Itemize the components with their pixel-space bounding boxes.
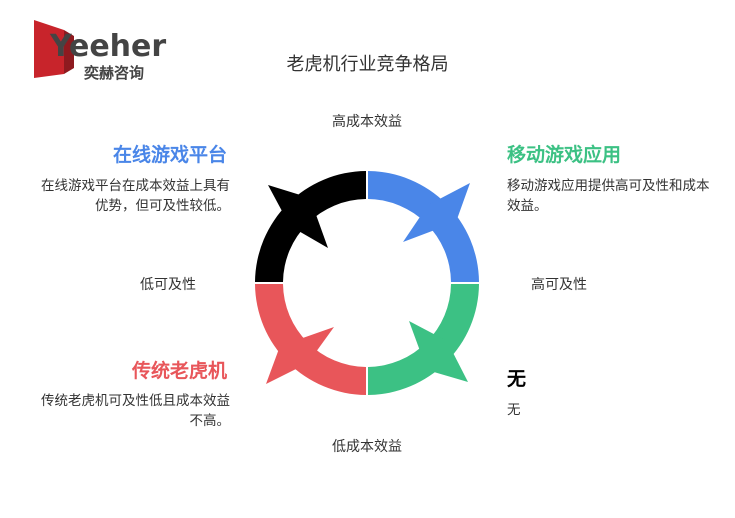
yeeher-logo: Yeeher 奕赫咨询 — [34, 20, 166, 82]
axis-label-bottom: 低成本效益 — [332, 439, 402, 455]
logo-mark-icon — [34, 20, 64, 78]
cycle-diagram — [255, 171, 479, 395]
logo-cjk-text: 奕赫咨询 — [84, 64, 144, 82]
quadrant-bottom-right-desc: 无 — [507, 402, 521, 418]
quadrant-bottom-right-title: 无 — [507, 368, 527, 390]
cycle-arrow-green-icon — [409, 321, 468, 382]
cycle-arrow-black-icon — [268, 185, 328, 248]
cycle-segment-blue — [368, 171, 479, 282]
cycle-segment-red — [255, 284, 366, 395]
axis-label-top: 高成本效益 — [332, 114, 402, 130]
axis-label-right: 高可及性 — [531, 277, 587, 293]
page-title: 老虎机行业竞争格局 — [286, 54, 449, 75]
cycle-segment-black — [255, 171, 366, 282]
quadrant-bottom-left-desc: 传统老虎机可及性低且成本效益不高。 — [41, 393, 230, 429]
logo-mark-shadow-icon — [64, 30, 74, 74]
cycle-arrow-red-icon — [266, 327, 334, 384]
cycle-arrow-blue-icon — [403, 183, 470, 242]
quadrant-top-right-desc: 移动游戏应用提供高可及性和成本效益。 — [507, 178, 710, 214]
quadrant-top-left-title: 在线游戏平台 — [112, 144, 227, 166]
quadrant-top-left-desc: 在线游戏平台在成本效益上具有优势，但可及性较低。 — [41, 178, 230, 214]
cycle-segment-green — [368, 284, 479, 395]
logo-latin-text: Yeeher — [49, 29, 166, 64]
quadrant-top-right-title: 移动游戏应用 — [507, 144, 622, 166]
axis-label-left: 低可及性 — [140, 277, 196, 293]
quadrant-bottom-left-title: 传统老虎机 — [131, 360, 227, 382]
